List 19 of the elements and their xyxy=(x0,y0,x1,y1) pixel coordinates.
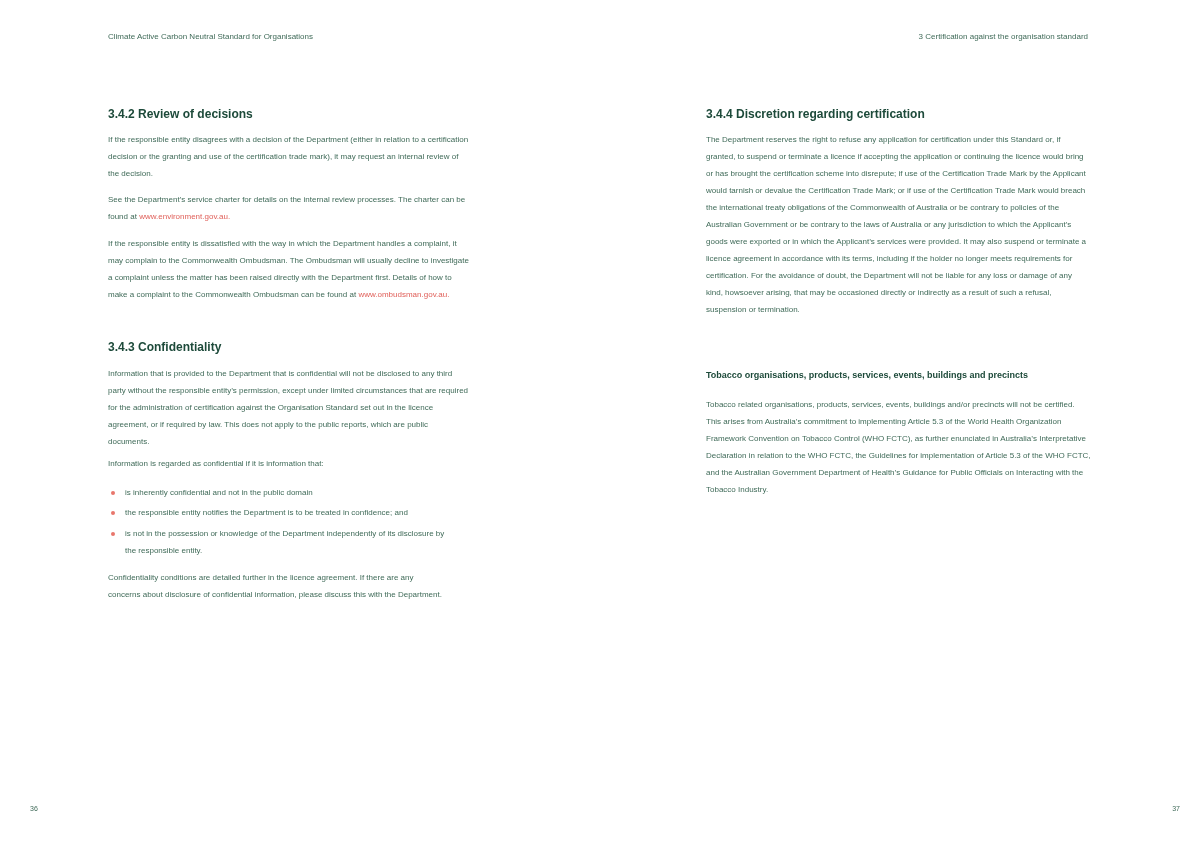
section-heading: 3.4.3 Confidentiality xyxy=(108,339,223,355)
paragraph: The Department reserves the right to refuse any application for certification under this Standard or, if granted, to suspend or terminate a licence if accepting the application or continuing the licence would bring or has brought the certification scheme into disrepute; if use of the Certification Trade Mark by the Applicant would tarnish or devalue the Certification Trade Mark; or if use of the Certification Trade Mark would breach the international treaty obligations of the Commonwealth of Australia or be contrary to policies of the Australian Government or be contrary to the laws of Australia or any jurisdiction to which the Applicant’s goods were exported or in which the Applicant’s services were provided. It may also suspend or terminate a licence agreement in accordance with its terms, including if the holder no longer meets requirements for certification. For the avoidance of doubt, the Department will not be liable for any loss or damage of any kind, howsoever arising, that may be occasioned directly or indirectly as a result of such a refusal, suspension or termination. xyxy=(706,134,1088,316)
section-heading: 3.4.4 Discretion regarding certification xyxy=(706,106,926,122)
paragraph: If the responsible entity disagrees with a decision of the Department (either in relation to a certification decision or the granting and use of the certification trade mark), it may request an internal review of the decision. xyxy=(108,134,470,180)
section-heading: 3.4.2 Review of decisions xyxy=(108,106,254,122)
paragraph: Information is regarded as confidential if it is information that: xyxy=(108,458,325,470)
web-link: www.ombudsman.gov.au. xyxy=(358,290,450,299)
paragraph: See the Department’s service charter for details on the internal review processes. The charter can be found at www.environment.gov.au. xyxy=(108,194,467,223)
running-header: 3 Certification against the organisation standard xyxy=(918,32,1088,41)
paragraph: Tobacco related organisations, products, services, events, buildings and/or precincts will not be certified. This arises from Australia’s commitment to implementing Article 5.3 of the World Health Organization Framework Convention on Tobacco Control (WHO FCTC), as further enunciated in Australia’s Interpretative Declaration in relation to the WHO FCTC, the Guidelines for implementation of Article 5.3 of the WHO FCTC, and the Australian Government Department of Health’s Guidance for Public Officials on Interacting with the Tobacco Industry. xyxy=(706,399,1091,496)
bullet-text: the responsible entity notifies the Department is to be treated in confidence; and xyxy=(125,507,409,519)
web-link: www.environment.gov.au. xyxy=(139,212,231,221)
paragraph: If the responsible entity is dissatisfied with the way in which the Department handles a complaint, it may complain to the Commonwealth Ombudsman. The Ombudsman will usually decline to investigate a complaint unless the matter has been raised directly with the Department first. Details of how to make a complaint to the Commonwealth Ombudsman can be found at www.ombudsman.gov.au. xyxy=(108,238,470,301)
running-header: Climate Active Carbon Neutral Standard for Organisations xyxy=(108,32,313,41)
bullet-text: is inherently confidential and not in the public domain xyxy=(125,487,314,499)
paragraph: Confidentiality conditions are detailed further in the licence agreement. If there are any concerns about disclosure of confidential information, please discuss this with the Department. xyxy=(108,572,443,601)
bullet-text: is not in the possession or knowledge of the Department independently of its disclosure by the responsible entity. xyxy=(125,528,445,557)
subheading: Tobacco organisations, products, services, events, buildings and precincts xyxy=(706,369,1029,382)
paragraph: Information that is provided to the Department that is confidential will not be disclosed to any third party without the responsible entity’s permission, except under limited circumstances that are required for the administration of certification against the Organisation Standard set out in the licence agreement, or if required by law. This does not apply to the public reports, which are public documents. xyxy=(108,368,470,448)
